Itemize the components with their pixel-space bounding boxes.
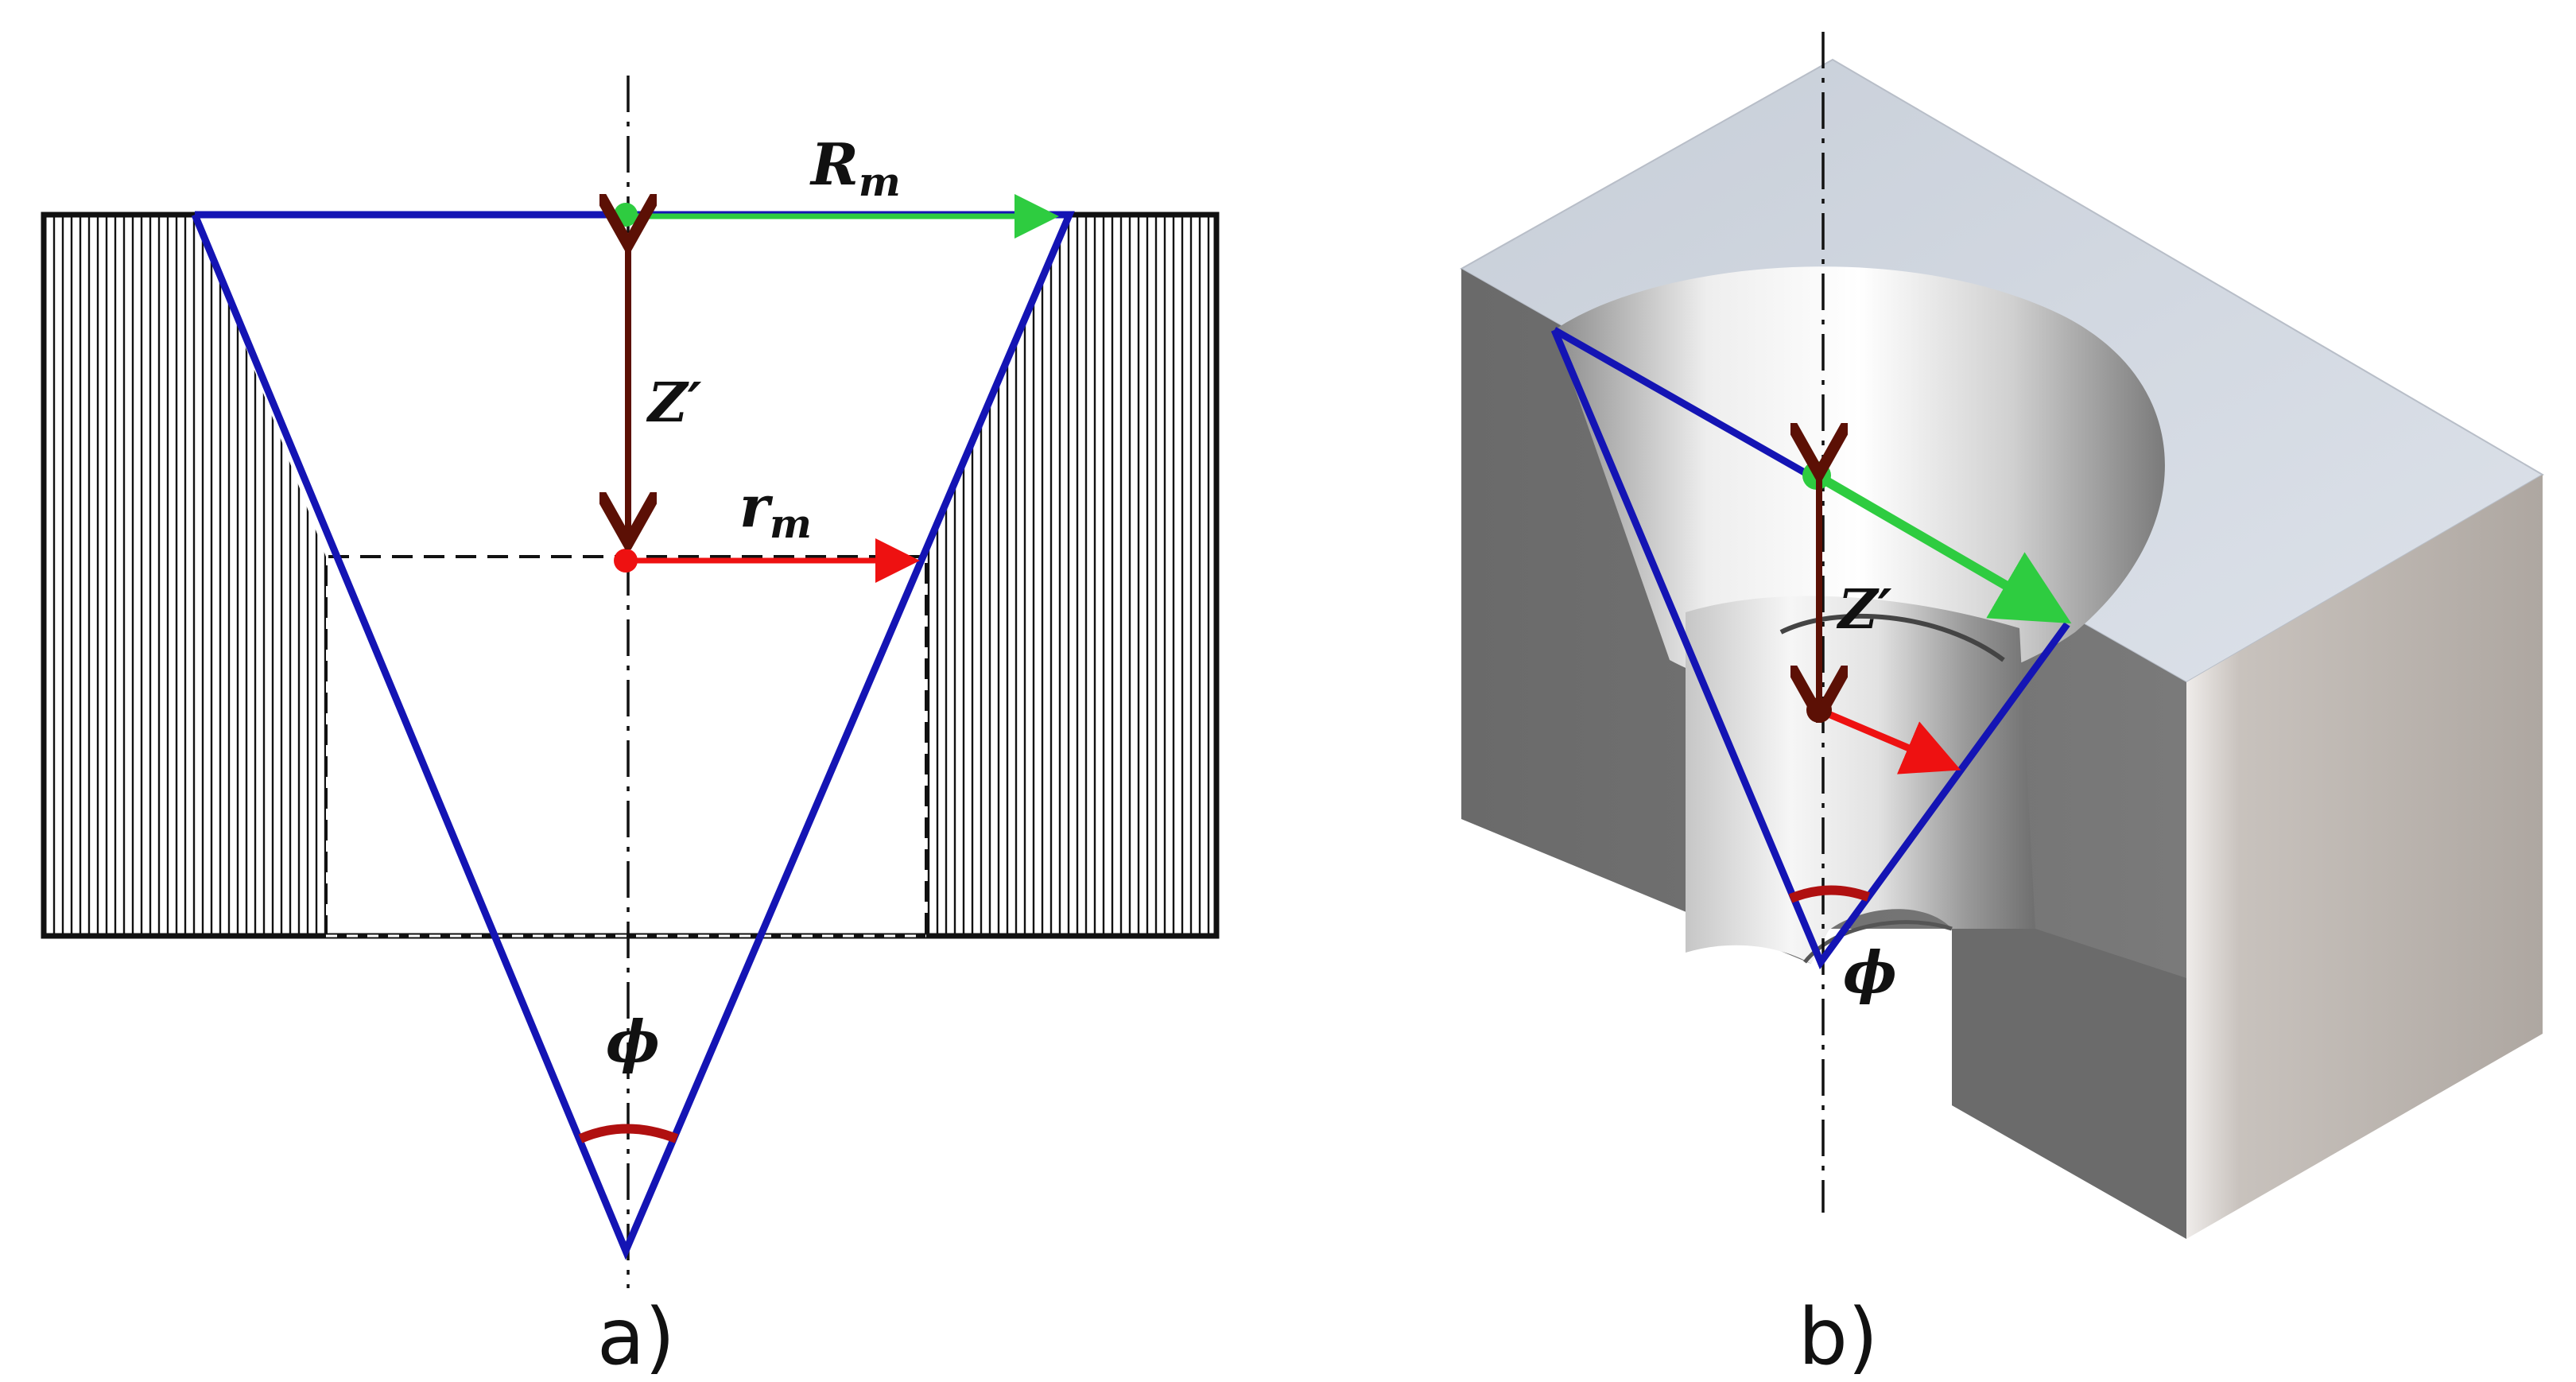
Z-label-a: Z′ bbox=[646, 371, 702, 435]
block-right-face bbox=[2186, 475, 2543, 1239]
panel-a: Rm rm Z′ ϕ a) bbox=[41, 76, 1220, 1382]
caption-b: b) bbox=[1798, 1292, 1878, 1382]
caption-a: a) bbox=[597, 1292, 675, 1382]
interior-clear-area bbox=[195, 215, 1069, 936]
notch-inner-face bbox=[1952, 929, 2186, 1239]
angle-arc-a bbox=[578, 1124, 679, 1143]
hatched-right-section bbox=[926, 215, 1216, 936]
hatched-left-section bbox=[44, 215, 326, 936]
panel-b: Z′ ϕ b) bbox=[1459, 32, 2544, 1382]
angle-arc-b bbox=[1788, 885, 1871, 903]
r-origin-dot-a bbox=[614, 549, 638, 573]
phi-label-b: ϕ bbox=[1843, 938, 1897, 1006]
cone-top-edge-b bbox=[1552, 327, 1815, 480]
Z-label-b: Z′ bbox=[1836, 578, 1892, 642]
R-arrow-b bbox=[1814, 471, 2072, 624]
r-label-a: rm bbox=[739, 472, 812, 547]
cone-outline-b bbox=[1550, 328, 2070, 970]
R-origin-dot-a bbox=[614, 203, 638, 227]
phi-label-a: ϕ bbox=[606, 1007, 660, 1075]
bore-surface bbox=[1686, 596, 2035, 964]
R-label-a: Rm bbox=[809, 130, 901, 205]
